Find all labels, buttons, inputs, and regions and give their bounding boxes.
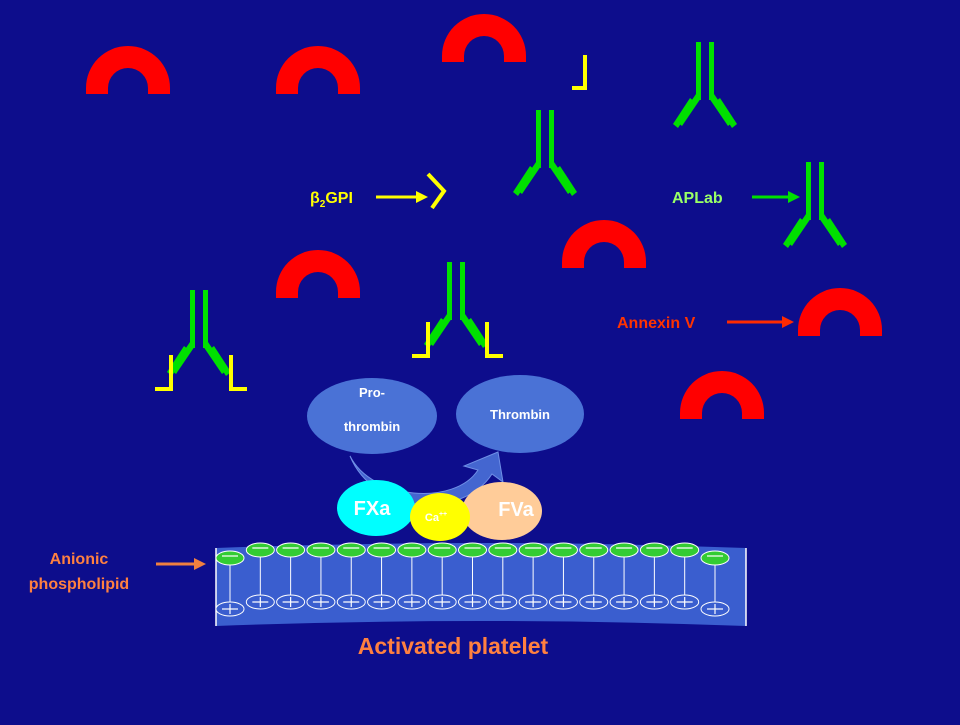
calcium-label: Ca++ <box>425 511 447 524</box>
fxa-label: FXa <box>354 498 392 520</box>
beta2gpi-hook-icon <box>426 172 447 210</box>
beta2gpi-hook-icon <box>229 355 247 391</box>
prothrombin-label-line2: thrombin <box>344 419 400 434</box>
phospholipid-head-icon <box>488 542 518 558</box>
fxa-bubble <box>337 480 415 536</box>
phospholipid-head-icon <box>518 542 548 558</box>
annexin-v-arc-icon <box>276 250 360 298</box>
annexin-v-arc-icon <box>680 371 764 419</box>
annexin-v-arc-icon <box>442 14 526 62</box>
calcium-bubble <box>410 493 470 541</box>
phospholipid-heads <box>215 542 730 617</box>
annexin-v-arc-icon <box>276 46 360 94</box>
phospholipid-head-icon <box>245 542 275 558</box>
anionic-arrow <box>156 558 206 570</box>
antibody-y-icon <box>513 110 577 196</box>
antibody-y-icon <box>424 262 488 348</box>
aplab-arrow <box>752 191 800 203</box>
phospholipid-head-icon <box>700 550 730 566</box>
phospholipid-head-icon <box>397 542 427 558</box>
phospholipid-head-icon <box>276 542 306 558</box>
annexin-v-arc-icon <box>86 46 170 94</box>
phospholipid-head-icon <box>579 542 609 558</box>
annexin-v-group <box>86 14 882 419</box>
thrombin-bubble <box>456 375 584 453</box>
phospholipid-head-icon <box>427 542 457 558</box>
beta2gpi-label: β2GPI <box>310 190 353 210</box>
phospholipid-head-icon <box>548 542 578 558</box>
platelet-label: Activated platelet <box>358 633 549 659</box>
beta2gpi-group <box>155 55 587 391</box>
annexin-v-arc-icon <box>562 220 646 268</box>
beta2gpi-hook-icon <box>572 55 587 90</box>
phospholipid-head-icon <box>639 542 669 558</box>
antibody-y-icon <box>167 290 231 376</box>
phospholipid-head-icon <box>215 550 245 566</box>
antibody-y-icon <box>783 162 847 248</box>
phospholipid-head-icon <box>458 542 487 558</box>
phospholipid-head-icon <box>367 542 397 558</box>
prothrombin-bubble <box>307 378 437 454</box>
anionic-label-line1: Anionic <box>50 551 109 568</box>
beta2gpi-arrow <box>376 191 428 203</box>
fva-bubble <box>462 482 542 540</box>
annexin-arrow <box>727 316 794 328</box>
aplab-label: APLab <box>672 190 723 207</box>
beta2gpi-hook-icon <box>155 355 173 391</box>
antibody-group <box>167 42 847 376</box>
phospholipid-head-icon <box>336 542 366 558</box>
phospholipid-head-icon <box>306 542 336 558</box>
anionic-label-line2: phospholipid <box>29 576 129 593</box>
phospholipid-head-icon <box>670 542 700 558</box>
antibody-y-icon <box>673 42 737 128</box>
annexin-label: Annexin V <box>617 315 696 332</box>
fva-label: FVa <box>498 499 534 521</box>
annexin-v-arc-icon <box>798 288 882 336</box>
prothrombin-label-line1: Pro- <box>359 385 385 400</box>
beta2gpi-hook-icon <box>485 322 503 358</box>
thrombin-label: Thrombin <box>490 407 550 422</box>
beta2gpi-hook-icon <box>412 322 430 358</box>
phospholipid-head-icon <box>609 542 639 558</box>
